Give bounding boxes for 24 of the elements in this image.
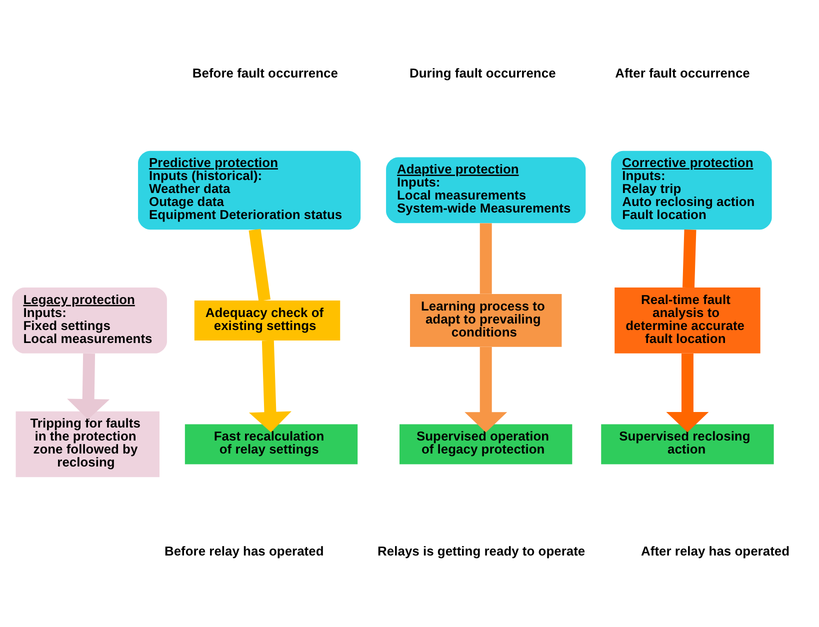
- node-box: Adequacy check of existing settings: [194, 300, 340, 340]
- node-box: Learning process to adapt to prevailing conditions: [410, 294, 562, 346]
- arrow: [67, 352, 110, 419]
- label: After fault occurrence: [615, 64, 750, 80]
- node-box: Supervised operation of legacy protection: [400, 424, 572, 464]
- label: Relays is getting ready to operate: [378, 542, 586, 558]
- node-box: Corrective protection Inputs: Relay trip Auto reclosing action Fault location: [611, 150, 772, 230]
- label: Before relay has operated: [164, 542, 324, 558]
- connector: [248, 228, 271, 301]
- connector: [682, 229, 696, 288]
- node-box: Supervised reclosing action: [601, 424, 774, 464]
- arrow: [464, 346, 508, 432]
- node-box: Legacy protection Inputs: Fixed settings Local measurements: [12, 287, 167, 353]
- label: Before fault occurrence: [192, 64, 338, 80]
- connector: [480, 222, 492, 294]
- arrow: [666, 352, 709, 432]
- node-box: Adaptive protection Inputs: Local measurements System-wide Measurements: [386, 156, 586, 223]
- arrow: [248, 340, 292, 432]
- node-box: Tripping for faults in the protection zone followed by reclosing: [16, 410, 160, 477]
- node-box: Predictive protection Inputs (historical): Weather data Outage data Equipment Deterioration status: [138, 150, 361, 230]
- label: During fault occurrence: [410, 64, 556, 80]
- node-box: Real-time fault analysis to determine accurate fault location: [614, 287, 760, 353]
- node-box: Fast recalculation of relay settings: [184, 424, 358, 464]
- label: After relay has operated: [641, 542, 790, 558]
